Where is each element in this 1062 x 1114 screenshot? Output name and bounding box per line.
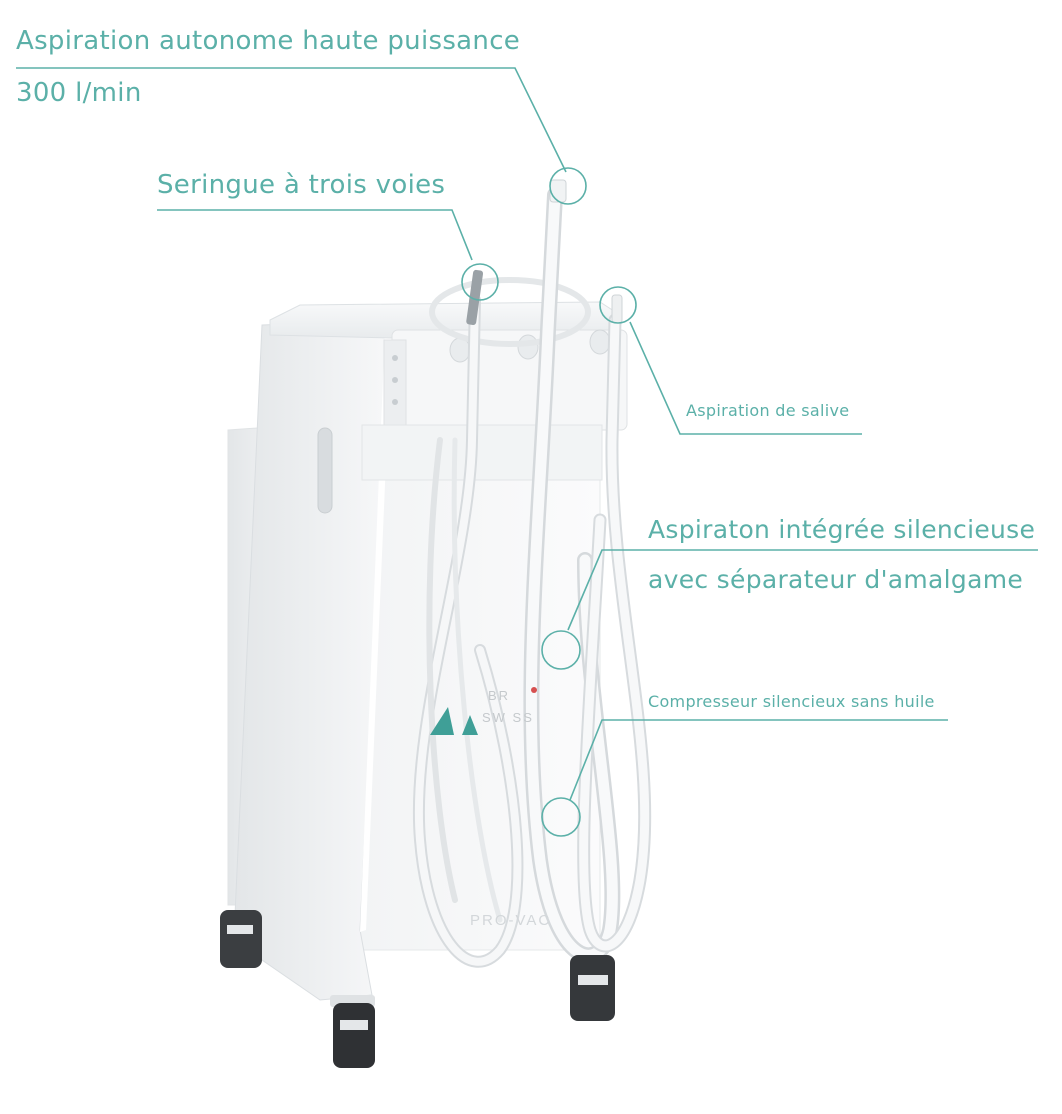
brand-line1: BR: [488, 688, 510, 703]
callout-seringue: Seringue à trois voies: [157, 170, 446, 200]
wheel-back-left: [220, 910, 262, 968]
wheel-front-left: [330, 995, 375, 1068]
callout-aspiration-title: Aspiration autonome haute puissance: [16, 26, 521, 56]
brand-logo: BR SW SS: [430, 687, 537, 735]
callout-compresseur: Compresseur silencieux sans huile: [648, 692, 935, 711]
callout-integree-detail: avec séparateur d'amalgame: [648, 565, 1024, 594]
callout-integree-title: Aspiraton intégrée silencieuse: [648, 515, 1036, 544]
handle-slot: [317, 427, 333, 514]
brand-line2: SW SS: [482, 710, 534, 725]
callout-lines: [16, 67, 1038, 837]
callout-aspiration-flow: 300 l/min: [16, 78, 142, 108]
callout-salive: Aspiration de salive: [686, 401, 850, 420]
hoses: [412, 187, 652, 968]
wheel-back-right: [570, 955, 615, 1021]
model-name: PRO-VAC: [470, 912, 551, 929]
